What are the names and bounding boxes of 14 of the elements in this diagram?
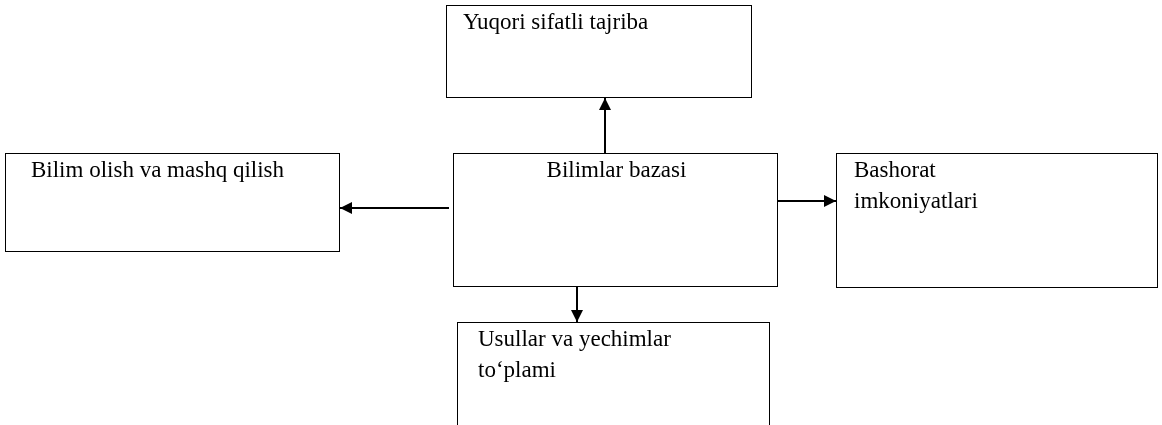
box-label: Bilimlar bazasi [545, 156, 688, 184]
arrow [777, 195, 837, 207]
box-label: Usullar va yechimlar to‘plami [478, 325, 672, 384]
arrow [339, 202, 450, 214]
box-label: Yuqori sifatli tajriba [463, 8, 650, 36]
process-box [5, 153, 340, 252]
process-box [453, 153, 778, 287]
process-box [446, 5, 752, 98]
process-box [836, 153, 1158, 288]
box-label: Bashorat imkoniyatlari [854, 156, 979, 215]
box-label: Bilim olish va mashq qilish [31, 156, 285, 184]
arrow [571, 286, 583, 323]
process-box [457, 322, 770, 425]
arrow [599, 97, 611, 154]
